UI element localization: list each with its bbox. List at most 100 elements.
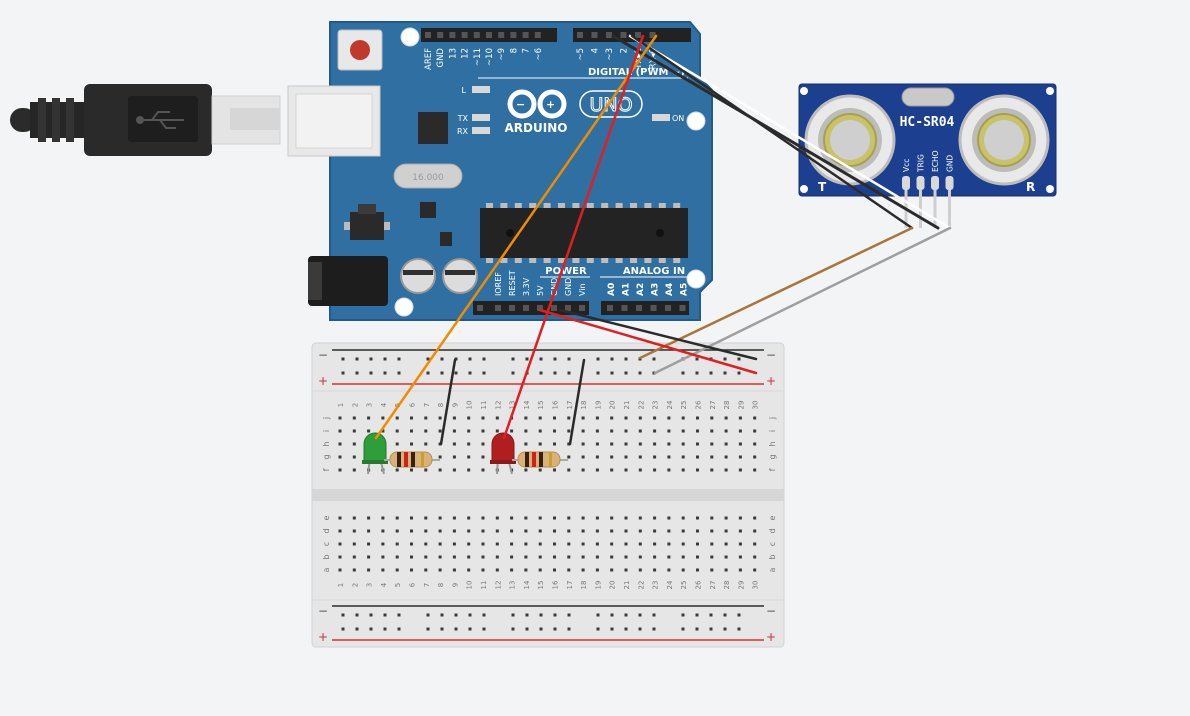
breadboard-hole[interactable]	[696, 429, 699, 433]
breadboard-hole[interactable]	[653, 516, 657, 520]
breadboard-hole[interactable]	[438, 529, 442, 533]
breadboard-hole[interactable]	[338, 542, 342, 546]
breadboard-hole[interactable]	[653, 529, 657, 533]
breadboard-hole[interactable]	[567, 468, 571, 472]
breadboard-hole[interactable]	[553, 542, 556, 546]
breadboard-hole[interactable]	[424, 468, 428, 472]
rail-hole[interactable]	[511, 371, 515, 375]
breadboard-hole[interactable]	[352, 542, 356, 546]
analog-pin-socket[interactable]	[665, 305, 671, 311]
breadboard-hole[interactable]	[624, 455, 628, 459]
breadboard-hole[interactable]	[452, 542, 456, 546]
rail-hole[interactable]	[369, 627, 373, 631]
breadboard-hole[interactable]	[481, 455, 485, 459]
breadboard-hole[interactable]	[367, 516, 371, 520]
breadboard-hole[interactable]	[495, 568, 499, 572]
breadboard-hole[interactable]	[467, 529, 471, 533]
breadboard-hole[interactable]	[581, 468, 585, 472]
breadboard-hole[interactable]	[610, 568, 614, 572]
breadboard-hole[interactable]	[438, 416, 442, 420]
breadboard-hole[interactable]	[653, 455, 657, 459]
breadboard-hole[interactable]	[338, 455, 342, 459]
digital-pin-socket[interactable]	[522, 32, 529, 38]
breadboard-hole[interactable]	[567, 455, 571, 459]
breadboard-hole[interactable]	[352, 529, 356, 533]
breadboard-hole[interactable]	[481, 429, 485, 433]
breadboard-hole[interactable]	[538, 442, 542, 446]
wire-red-5v-rail[interactable]	[538, 308, 758, 375]
breadboard-hole[interactable]	[452, 442, 456, 446]
rail-hole[interactable]	[596, 613, 600, 617]
breadboard-hole[interactable]	[467, 416, 471, 420]
breadboard-hole[interactable]	[653, 468, 657, 472]
breadboard-hole[interactable]	[595, 529, 599, 533]
rail-hole[interactable]	[723, 371, 727, 375]
breadboard-hole[interactable]	[653, 429, 657, 433]
breadboard-hole[interactable]	[410, 542, 413, 546]
breadboard-hole[interactable]	[424, 516, 428, 520]
breadboard-hole[interactable]	[424, 555, 428, 559]
breadboard-hole[interactable]	[738, 555, 742, 559]
rail-hole[interactable]	[482, 371, 486, 375]
wire-black-led1-ground[interactable]	[439, 358, 457, 446]
breadboard-hole[interactable]	[510, 529, 514, 533]
rail-hole[interactable]	[681, 371, 685, 375]
breadboard-holes[interactable]	[338, 357, 757, 631]
breadboard-hole[interactable]	[595, 429, 599, 433]
breadboard-hole[interactable]	[352, 468, 356, 472]
breadboard-hole[interactable]	[581, 442, 585, 446]
rail-hole[interactable]	[369, 371, 373, 375]
breadboard-hole[interactable]	[624, 568, 628, 572]
rail-hole[interactable]	[553, 357, 557, 361]
breadboard-hole[interactable]	[638, 542, 642, 546]
breadboard-hole[interactable]	[753, 429, 757, 433]
power-pin-socket[interactable]	[565, 305, 571, 311]
breadboard-hole[interactable]	[538, 468, 542, 472]
breadboard-hole[interactable]	[738, 542, 742, 546]
breadboard-hole[interactable]	[424, 568, 428, 572]
rail-hole[interactable]	[355, 371, 359, 375]
rail-hole[interactable]	[610, 627, 614, 631]
breadboard-hole[interactable]	[567, 416, 571, 420]
breadboard-hole[interactable]	[424, 529, 428, 533]
power-pin-header[interactable]	[473, 301, 589, 315]
rail-hole[interactable]	[511, 613, 515, 617]
breadboard-hole[interactable]	[753, 529, 757, 533]
breadboard-hole[interactable]	[367, 555, 371, 559]
breadboard-hole[interactable]	[395, 568, 399, 572]
breadboard-hole[interactable]	[553, 429, 556, 433]
breadboard-hole[interactable]	[467, 516, 471, 520]
wire-red-red-led[interactable]	[502, 34, 645, 440]
rail-hole[interactable]	[369, 613, 373, 617]
breadboard-hole[interactable]	[610, 529, 614, 533]
analog-pin-header[interactable]	[601, 301, 689, 315]
breadboard-hole[interactable]	[610, 555, 614, 559]
breadboard-hole[interactable]	[753, 555, 757, 559]
breadboard-hole[interactable]	[667, 529, 671, 533]
breadboard-hole[interactable]	[553, 516, 556, 520]
breadboard-hole[interactable]	[410, 555, 413, 559]
breadboard-hole[interactable]	[738, 568, 742, 572]
rail-hole[interactable]	[426, 627, 430, 631]
breadboard-hole[interactable]	[696, 542, 699, 546]
breadboard-hole[interactable]	[638, 555, 642, 559]
breadboard-hole[interactable]	[452, 516, 456, 520]
breadboard-hole[interactable]	[452, 568, 456, 572]
rail-hole[interactable]	[638, 627, 642, 631]
breadboard-hole[interactable]	[667, 568, 671, 572]
breadboard-hole[interactable]	[338, 568, 342, 572]
sensor-pin[interactable]	[902, 176, 910, 190]
rail-hole[interactable]	[695, 627, 699, 631]
rail-hole[interactable]	[454, 371, 458, 375]
breadboard-hole[interactable]	[424, 542, 428, 546]
rail-hole[interactable]	[468, 627, 472, 631]
wire-brown-sensor-vcc[interactable]	[638, 226, 914, 360]
rail-hole[interactable]	[397, 627, 401, 631]
breadboard-hole[interactable]	[424, 442, 428, 446]
breadboard-hole[interactable]	[524, 416, 528, 420]
digital-pin-socket[interactable]	[425, 32, 431, 38]
breadboard-hole[interactable]	[738, 416, 742, 420]
digital-pin-socket[interactable]	[577, 32, 583, 38]
rail-hole[interactable]	[695, 613, 699, 617]
digital-pin-socket[interactable]	[449, 32, 456, 38]
